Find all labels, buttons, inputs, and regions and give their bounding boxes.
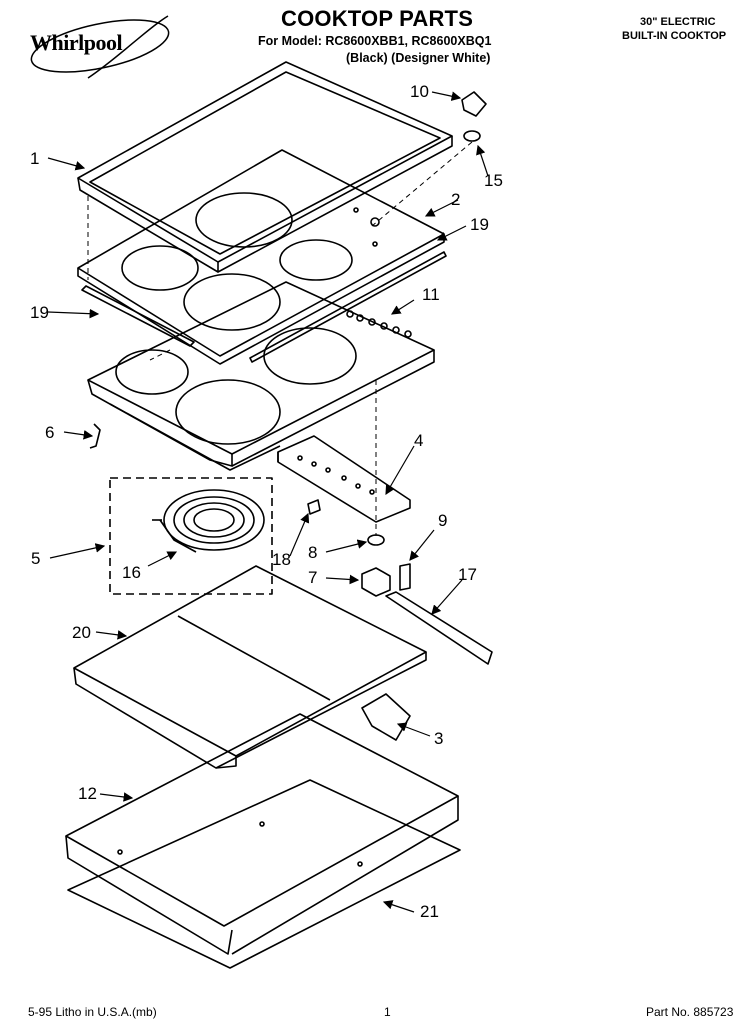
color-line: (Black) (Designer White) [346, 51, 491, 65]
callout-16: 16 [122, 563, 141, 582]
spec-line-2: BUILT-IN COOKTOP [622, 30, 727, 42]
spec-line-1: 30" ELECTRIC [640, 16, 716, 28]
callout-1: 1 [30, 149, 39, 168]
callout-11: 11 [422, 285, 440, 304]
callout-8: 8 [308, 543, 317, 562]
callout-19-left: 19 [30, 303, 49, 322]
callout-6: 6 [45, 423, 54, 442]
callout-12: 12 [78, 784, 97, 803]
part-6-clip [89, 423, 101, 449]
page-number: 1 [384, 1005, 391, 1019]
part-9-thermal-fuse [399, 563, 411, 591]
litho-note: 5-95 Litho in U.S.A.(mb) [28, 1005, 157, 1019]
callout-17: 17 [458, 565, 477, 584]
callout-18: 18 [272, 550, 291, 569]
part-12-pan [65, 713, 459, 955]
callout-19-right: 19 [470, 215, 489, 234]
part-19-gasket-left [81, 285, 195, 347]
part-3-bracket [361, 693, 411, 741]
part-15-bezel [463, 130, 481, 142]
callout-21: 21 [420, 902, 439, 921]
callout-4: 4 [414, 431, 423, 450]
callout-2: 2 [451, 190, 460, 209]
part-10-knob [461, 91, 487, 117]
part-5-element-box [109, 477, 273, 595]
callout-5: 5 [31, 549, 40, 568]
part-16-radiant-element [152, 489, 265, 553]
part-17-trim-strip [385, 591, 493, 665]
part-8-knob-washer [367, 534, 385, 546]
part-number: Part No. 885723 [646, 1005, 734, 1019]
part-18-bracket [307, 499, 321, 515]
part-21-insulation [67, 779, 461, 969]
part-19-gasket-right [249, 251, 447, 363]
callout-15: 15 [484, 171, 503, 190]
part-7-switch [361, 567, 391, 597]
callout-20: 20 [72, 623, 91, 642]
part-4-control-panel [277, 435, 411, 523]
part-11-burner-box [87, 281, 435, 471]
callout-3: 3 [434, 729, 443, 748]
callout-7: 7 [308, 568, 317, 587]
callout-10: 10 [410, 82, 429, 101]
page-title: COOKTOP PARTS [281, 6, 474, 31]
model-line: For Model: RC8600XBB1, RC8600XBQ1 [258, 34, 492, 48]
part-1-frame [77, 61, 453, 273]
callout-9: 9 [438, 511, 447, 530]
part-2-glass-top [77, 149, 445, 365]
brand-name: Whirlpool [30, 30, 123, 55]
part-20-tray [73, 565, 427, 769]
whirlpool-logo [30, 15, 170, 79]
